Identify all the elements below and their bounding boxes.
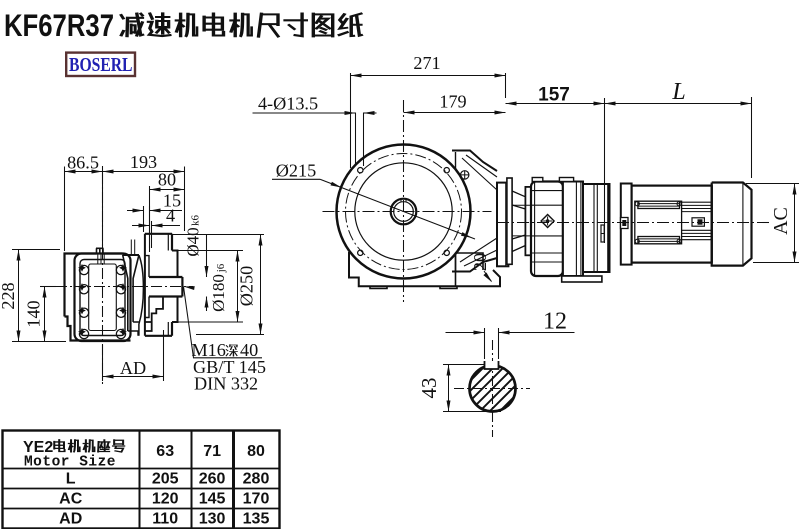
svg-text:M16: M16 xyxy=(192,340,226,360)
svg-text:40: 40 xyxy=(240,340,258,360)
svg-text:j6: j6 xyxy=(215,263,227,273)
svg-text:86.5: 86.5 xyxy=(67,152,99,172)
svg-text:Ø215: Ø215 xyxy=(276,161,316,181)
svg-text:Ø250: Ø250 xyxy=(237,266,257,306)
svg-text:AC: AC xyxy=(59,491,83,508)
svg-text:145: 145 xyxy=(199,491,226,508)
svg-text:15: 15 xyxy=(163,191,181,211)
svg-text:43: 43 xyxy=(417,378,441,399)
svg-text:80: 80 xyxy=(158,170,176,190)
svg-text:205: 205 xyxy=(152,471,179,488)
svg-text:63: 63 xyxy=(156,443,174,460)
svg-text:71: 71 xyxy=(203,443,221,460)
svg-text:4: 4 xyxy=(166,206,175,226)
svg-text:YE2: YE2 xyxy=(23,439,53,456)
svg-text:135: 135 xyxy=(243,511,270,528)
svg-text:120: 120 xyxy=(152,491,179,508)
svg-text:228: 228 xyxy=(0,282,18,309)
svg-text:260: 260 xyxy=(199,471,226,488)
svg-text:12: 12 xyxy=(543,309,567,335)
svg-text:GB/T 145: GB/T 145 xyxy=(193,357,266,377)
svg-text:130: 130 xyxy=(199,511,226,528)
svg-text:Motor Size: Motor Size xyxy=(24,455,116,471)
svg-text:L: L xyxy=(66,471,76,488)
svg-text:170: 170 xyxy=(243,491,270,508)
svg-text:80: 80 xyxy=(247,443,265,460)
svg-text:157: 157 xyxy=(538,85,570,106)
svg-text:140: 140 xyxy=(24,300,44,327)
svg-text:179: 179 xyxy=(439,92,466,112)
svg-text:DIN 332: DIN 332 xyxy=(194,374,258,394)
svg-text:k6: k6 xyxy=(190,215,202,227)
svg-text:BOSERL: BOSERL xyxy=(69,54,133,76)
svg-text:280: 280 xyxy=(243,471,270,488)
svg-text:AD: AD xyxy=(120,358,146,378)
svg-text:AD: AD xyxy=(59,511,82,528)
svg-text:AC: AC xyxy=(770,207,792,235)
svg-text:110: 110 xyxy=(152,511,178,528)
svg-text:L: L xyxy=(671,79,685,105)
svg-text:Ø180: Ø180 xyxy=(209,274,228,312)
svg-text:KF67R37: KF67R37 xyxy=(4,7,114,43)
svg-text:Ø40: Ø40 xyxy=(184,227,203,256)
svg-text:271: 271 xyxy=(413,53,440,73)
svg-text:4-Ø13.5: 4-Ø13.5 xyxy=(258,94,318,114)
svg-text:20: 20 xyxy=(470,253,490,271)
svg-text:193: 193 xyxy=(130,152,157,172)
